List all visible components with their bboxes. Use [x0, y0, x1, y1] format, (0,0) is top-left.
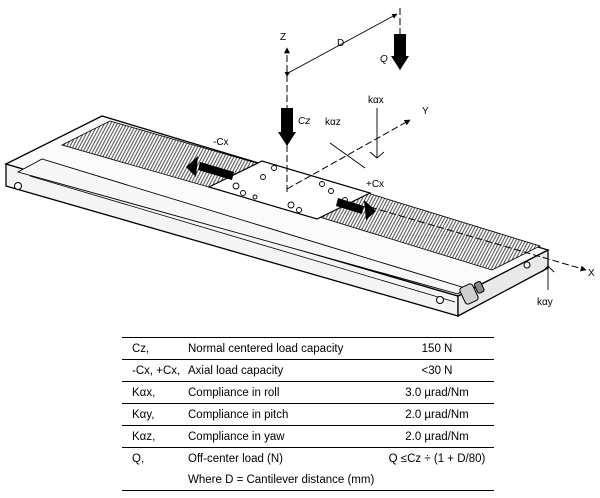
row-description: Compliance in yaw	[186, 425, 380, 448]
table-note: Where D = Cantilever distance (mm)	[186, 469, 494, 491]
row-value: 3.0 µrad/Nm	[380, 381, 494, 404]
linear-stage	[4, 115, 550, 318]
row-symbol: Kαx,	[122, 381, 186, 404]
mount-hole-front-right	[436, 296, 444, 304]
row-value: 2.0 µrad/Nm	[380, 403, 494, 426]
row-symbol: Q,	[122, 447, 186, 469]
row-symbol: Kαz,	[122, 425, 186, 448]
mount-hole-front-left	[14, 182, 22, 190]
stage-diagram: Z Y X D Q Cz -Cx +Cx kαx kαz kαy	[4, 8, 595, 318]
table-row: Kαz, Compliance in yaw 2.0 µrad/Nm	[122, 425, 494, 448]
row-value: Q ≤Cz ÷ (1 + D/80)	[380, 447, 494, 469]
mount-hole-end	[523, 261, 531, 269]
row-value: 2.0 µrad/Nm	[380, 425, 494, 448]
dimension-d-label: D	[337, 38, 344, 49]
table-note-row: Where D = Cantilever distance (mm)	[122, 469, 494, 491]
axis-x-line	[369, 206, 587, 272]
neg-cx-label: -Cx	[213, 137, 229, 148]
note-spacer	[122, 469, 186, 491]
motor-knob-icon	[459, 281, 485, 305]
row-description: Normal centered load capacity	[186, 337, 380, 360]
axis-y-label: Y	[422, 106, 429, 117]
row-description: Axial load capacity	[186, 359, 380, 382]
table-row: Cz, Normal centered load capacity 150 N	[122, 337, 494, 360]
load-cz-label: Cz	[298, 116, 310, 127]
dimension-d-line	[284, 13, 398, 77]
pos-cx-arrow-icon	[336, 198, 376, 220]
table-row: Kαy, Compliance in pitch 2.0 µrad/Nm	[122, 403, 494, 426]
neg-cx-arrow-icon	[186, 156, 234, 180]
force-arrows	[186, 34, 409, 220]
cz-arrow-icon	[278, 108, 296, 146]
row-description: Compliance in pitch	[186, 403, 380, 426]
table-row: -Cx, +Cx, Axial load capacity <30 N	[122, 359, 494, 382]
row-symbol: Kαy,	[122, 403, 186, 426]
table-row: Kαx, Compliance in roll 3.0 µrad/Nm	[122, 381, 494, 404]
carriage-holes	[232, 165, 348, 213]
specification-table: Cz, Normal centered load capacity 150 N …	[122, 337, 494, 491]
k-az-label: kαz	[325, 117, 341, 128]
axis-y-line	[286, 119, 411, 190]
pos-cx-label: +Cx	[366, 179, 384, 190]
row-description: Off-center load (N)	[186, 447, 380, 469]
q-arrow-icon	[391, 34, 409, 70]
axis-x-label: X	[588, 268, 595, 279]
axis-z-label: Z	[280, 32, 286, 43]
row-symbol: -Cx, +Cx,	[122, 359, 186, 382]
row-symbol: Cz,	[122, 337, 186, 360]
k-ay-label: kαy	[537, 297, 553, 308]
table-row: Q, Off-center load (N) Q ≤Cz ÷ (1 + D/80…	[122, 447, 494, 469]
carriage	[207, 160, 372, 220]
row-value: 150 N	[380, 337, 494, 360]
load-q-label: Q	[380, 54, 388, 65]
row-value: <30 N	[380, 359, 494, 382]
diagram-labels: Z Y X D Q Cz -Cx +Cx kαx kαz kαy	[213, 32, 595, 308]
k-ax-label: kαx	[368, 95, 384, 106]
row-description: Compliance in roll	[186, 381, 380, 404]
